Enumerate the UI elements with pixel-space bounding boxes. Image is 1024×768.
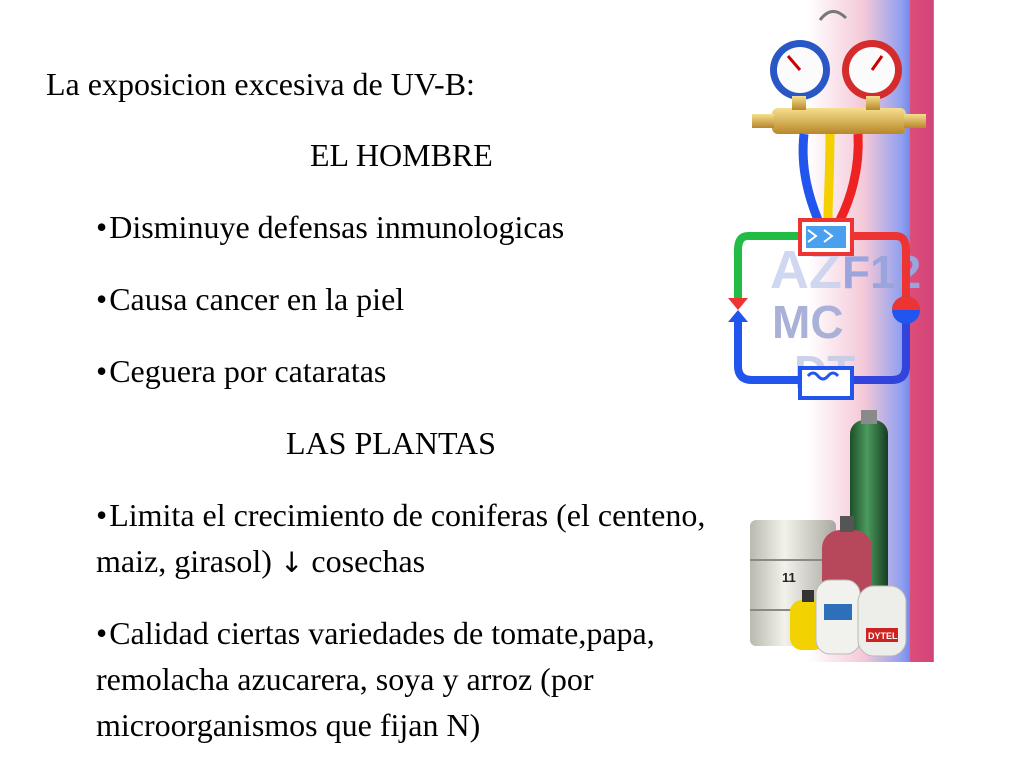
section-title-plants: LAS PLANTAS [286,425,496,461]
bullet-item: •Causa cancer en la piel [96,281,405,317]
bullet-item-continuation: remolacha azucarera, soya y arroz (por [96,661,594,697]
hose-yellow [823,133,835,221]
manifold-body [772,108,906,134]
refrigerant-bottle: DYTEL [857,585,907,657]
pressure-gauge-icon [770,40,830,100]
hose-red [835,133,863,223]
panel-red-edge [910,0,934,662]
bullet-item-continuation: maiz, girasol) ↓ cosechas [96,543,426,579]
heat-exchanger-icon [798,366,854,400]
bullet-icon: • [96,353,108,389]
pressure-gauge-icon [842,40,902,100]
refrigerant-bottle [815,579,861,655]
bullet-item: •Disminuye defensas inmunologicas [96,209,565,245]
section-title-men: EL HOMBRE [310,137,493,173]
bullet-icon: • [96,281,108,317]
panel-label: MC [772,296,844,348]
bullet-icon: • [96,497,108,533]
bullet-item: •Limita el crecimiento de coniferas (el … [96,497,706,533]
bullet-item: •Ceguera por cataratas [96,353,387,389]
bullet-item: •Calidad ciertas variedades de tomate,pa… [96,615,655,651]
bullet-icon: • [96,615,108,651]
hook-icon [818,10,848,21]
refrigerant-equipment-illustration: AZ F12 MC DT [728,0,934,662]
hose-blue [798,133,823,222]
expansion-valve-icon [728,298,748,322]
compressor-icon [892,296,920,324]
down-arrow-icon: ↓ [279,546,304,579]
bullet-icon: • [96,209,108,245]
bullet-item-continuation: microorganismos que fijan N) [96,707,481,743]
circuit-pipe-blue-right [852,320,910,384]
cylinder-label: DYTEL [868,631,898,641]
circuit-pipe-green-top [734,232,800,300]
drum-label: 11 [782,570,796,585]
circuit-pipe-blue-left [734,320,800,384]
heat-exchanger-icon [798,218,854,256]
slide-heading: La exposicion excesiva de UV-B: [46,66,475,102]
circuit-pipe-red-right [852,232,910,300]
